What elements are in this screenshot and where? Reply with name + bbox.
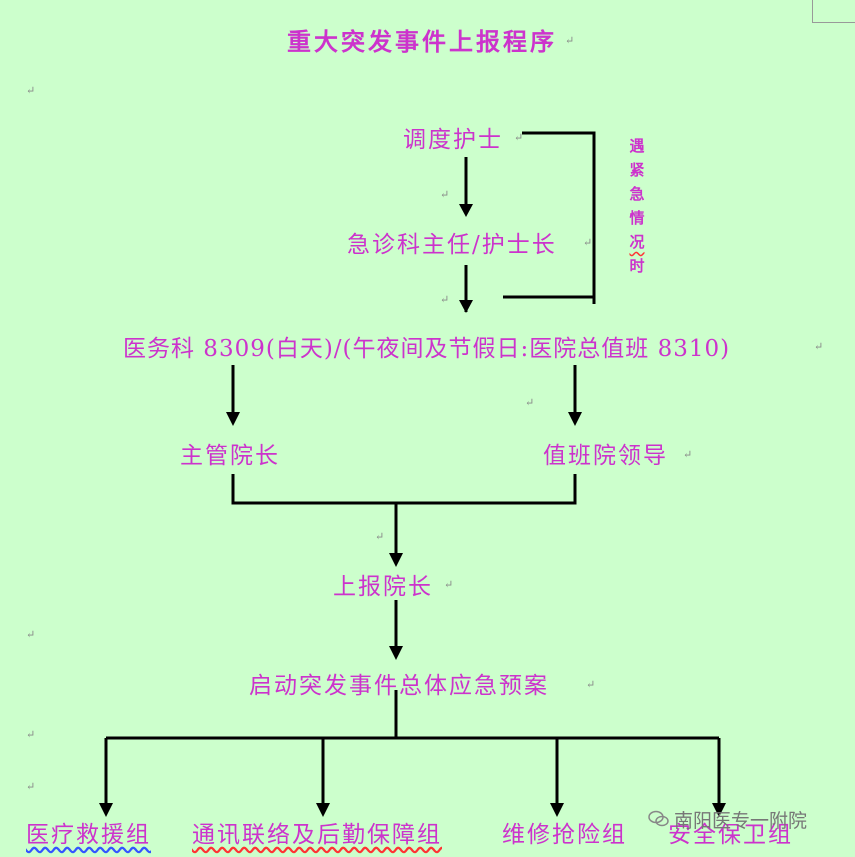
arrowhead bbox=[459, 300, 473, 313]
node-report-president: 上报院长 bbox=[333, 574, 433, 600]
wechat-icon bbox=[648, 810, 669, 827]
paragraph-mark: ↵ bbox=[814, 340, 824, 353]
paragraph-mark: ↵ bbox=[525, 396, 535, 409]
paragraph-mark: ↵ bbox=[26, 628, 36, 641]
side-note-char: 情 bbox=[629, 209, 645, 227]
paragraph-mark: ↵ bbox=[26, 84, 36, 97]
side-note-char: 时 bbox=[629, 257, 645, 275]
side-note-char: 紧 bbox=[629, 161, 645, 179]
paragraph-mark: ↵ bbox=[26, 728, 36, 741]
side-note-char: 遇 bbox=[629, 137, 645, 155]
paragraph-mark: ↵ bbox=[565, 34, 575, 47]
arrowhead bbox=[550, 803, 564, 817]
paragraph-mark: ↵ bbox=[440, 293, 450, 306]
node-vp-in-charge: 主管院长 bbox=[180, 443, 280, 469]
node-medical-affairs: 医务科 8309(白天)/(午夜间及节假日:医院总值班 8310) bbox=[123, 336, 731, 362]
paragraph-mark: ↵ bbox=[683, 448, 693, 461]
arrowhead bbox=[99, 803, 113, 817]
watermark-text: 南阳医专一附院 bbox=[674, 810, 808, 832]
diagram-title: 重大突发事件上报程序 bbox=[287, 27, 557, 56]
side-note-char: 况 bbox=[629, 233, 645, 251]
bypass-line bbox=[503, 131, 596, 304]
merge-line bbox=[231, 474, 577, 505]
node-group-repair: 维修抢险组 bbox=[502, 822, 627, 848]
node-group-medical: 医疗救援组 bbox=[26, 822, 151, 848]
arrowhead bbox=[316, 803, 330, 817]
arrowhead bbox=[712, 803, 726, 817]
node-dispatch-nurse: 调度护士 bbox=[403, 127, 503, 153]
paragraph-mark: ↵ bbox=[440, 188, 450, 201]
node-group-comms: 通讯联络及后勤保障组 bbox=[192, 822, 442, 848]
node-activate-plan: 启动突发事件总体应急预案 bbox=[249, 673, 549, 699]
node-group-security: 安全保卫组 bbox=[668, 822, 793, 848]
node-er-director: 急诊科主任/护士长 bbox=[347, 232, 557, 258]
arrowhead bbox=[459, 204, 473, 217]
paragraph-mark: ↵ bbox=[375, 530, 385, 543]
arrowhead bbox=[568, 412, 582, 426]
paragraph-mark: ↵ bbox=[514, 131, 524, 144]
side-note-char: 急 bbox=[629, 185, 645, 203]
side-note-emergency: 遇 紧 急 情 况 时 bbox=[626, 134, 648, 278]
paragraph-mark: ↵ bbox=[583, 236, 593, 249]
arrowhead bbox=[226, 412, 240, 426]
node-duty-leader: 值班院领导 bbox=[543, 443, 668, 469]
paragraph-mark: ↵ bbox=[444, 578, 454, 591]
paragraph-mark: ↵ bbox=[586, 678, 596, 691]
arrowhead bbox=[389, 553, 403, 567]
page-corner-mark bbox=[812, 0, 855, 23]
arrowhead bbox=[389, 646, 403, 660]
paragraph-mark: ↵ bbox=[26, 780, 36, 793]
